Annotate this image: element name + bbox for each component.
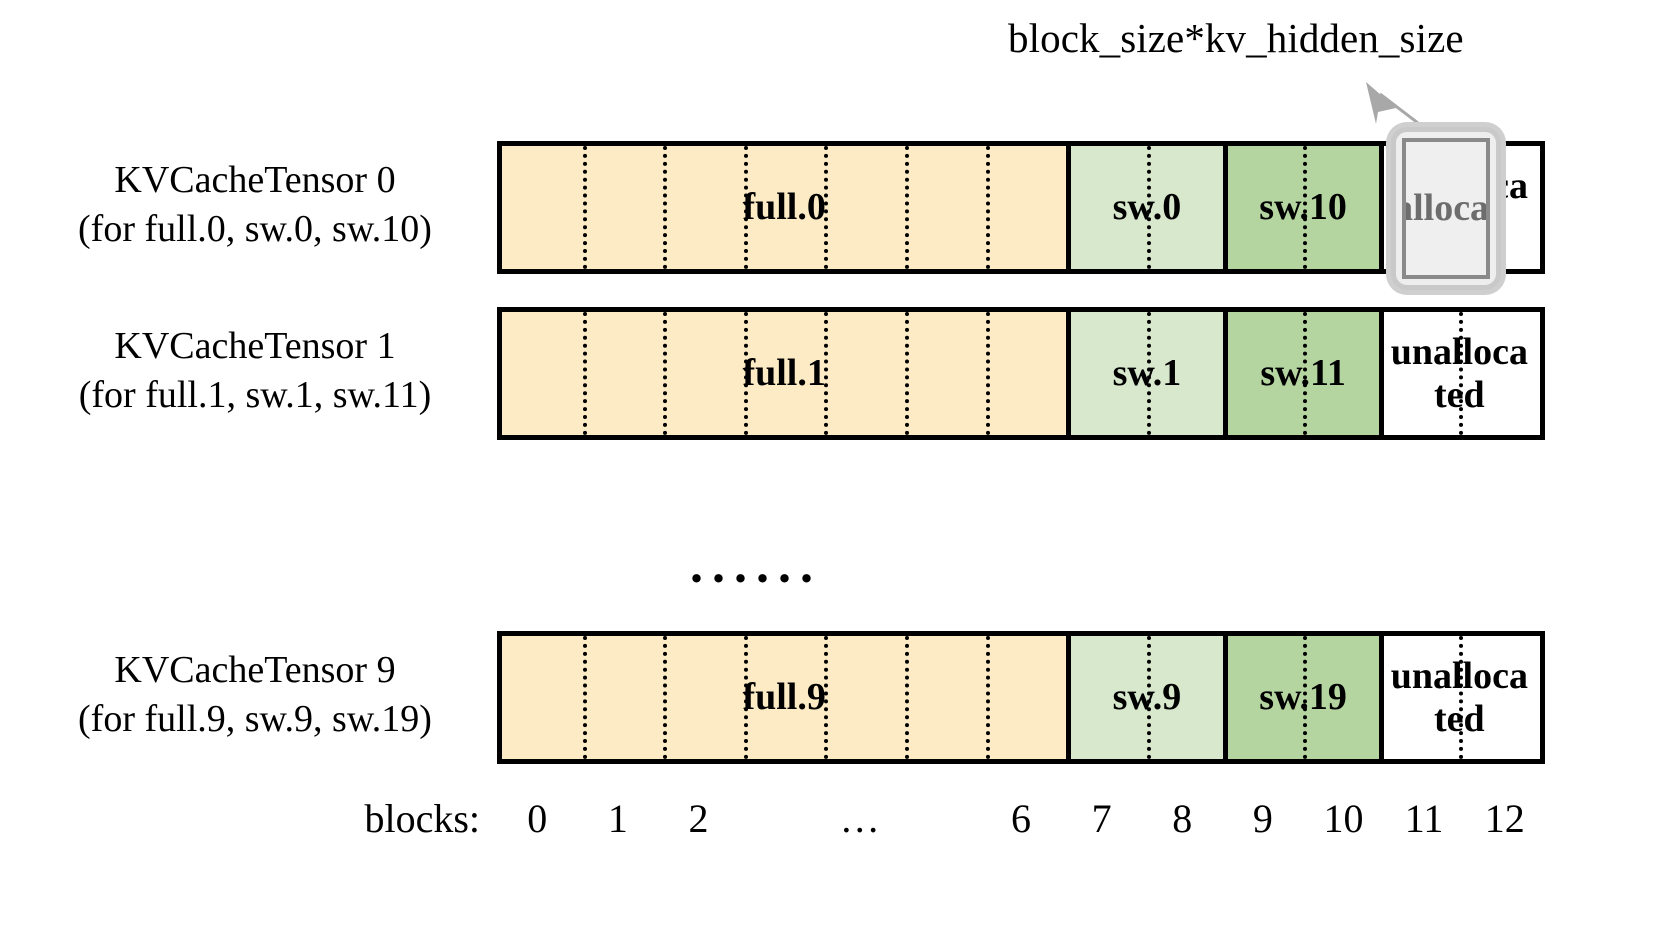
tensor-cell[interactable]: sw.10 xyxy=(1222,146,1379,269)
block-divider xyxy=(743,312,748,435)
blocks-axis-tick: 7 xyxy=(1091,796,1112,841)
tensor-cell-label: sw.10 xyxy=(1259,186,1347,229)
block-divider xyxy=(905,146,910,269)
tensor-cell-label: sw.19 xyxy=(1259,676,1347,719)
block-divider xyxy=(582,636,587,759)
kv-cache-tensor-bar[interactable]: full.1 sw.1 sw.11 unallocated xyxy=(497,307,1545,440)
tensor-cell[interactable]: sw.1 xyxy=(1066,312,1223,435)
tensor-cell[interactable]: unallocated xyxy=(1378,636,1535,759)
tensor-row-label: KVCacheTensor 9 (for full.9, sw.9, sw.19) xyxy=(20,646,490,743)
tensor-cell-label: sw.11 xyxy=(1260,352,1346,395)
highlighted-block-callout[interactable]: unallocated xyxy=(1390,127,1501,290)
block-divider xyxy=(663,312,668,435)
tensor-row-label: KVCacheTensor 1 (for full.1, sw.1, sw.11) xyxy=(20,322,490,419)
tensor-cell-label: unallocated xyxy=(1390,654,1528,740)
tensor-cell[interactable]: sw.0 xyxy=(1066,146,1223,269)
tensor-row-label-line1: KVCacheTensor 1 xyxy=(114,325,396,367)
tensor-row-label-line2: (for full.1, sw.1, sw.11) xyxy=(78,373,432,416)
tensor-cell[interactable]: full.0 xyxy=(502,146,1067,269)
blocks-axis-title: blocks: xyxy=(364,796,480,841)
tensor-cell-label: full.9 xyxy=(742,676,826,719)
block-divider xyxy=(582,146,587,269)
blocks-axis-tick: 2 xyxy=(688,796,709,841)
block-divider xyxy=(743,146,748,269)
tensor-cell-label: full.1 xyxy=(742,352,826,395)
tensor-row-label-line1: KVCacheTensor 9 xyxy=(114,649,396,691)
tensor-cell[interactable]: full.9 xyxy=(502,636,1067,759)
block-divider xyxy=(1303,146,1308,269)
blocks-axis-tick: … xyxy=(839,796,880,841)
tensor-row-label-line2: (for full.9, sw.9, sw.19) xyxy=(78,697,432,740)
blocks-axis-tick: 11 xyxy=(1404,796,1444,841)
tensor-cell-label: sw.0 xyxy=(1112,186,1182,229)
tensor-cell-label: sw.1 xyxy=(1112,352,1182,395)
block-divider xyxy=(985,636,990,759)
highlighted-block-callout-label: unallocated xyxy=(1401,138,1490,279)
blocks-axis-tick: 10 xyxy=(1323,796,1364,841)
tensor-cell[interactable]: full.1 xyxy=(502,312,1067,435)
block-divider xyxy=(985,312,990,435)
tensor-cell[interactable]: sw.9 xyxy=(1066,636,1223,759)
tensor-row-label: KVCacheTensor 0 (for full.0, sw.0, sw.10) xyxy=(20,156,490,253)
tensor-cell-label: unallocated xyxy=(1390,330,1528,416)
block-divider xyxy=(1146,312,1151,435)
tensor-cell-label: sw.9 xyxy=(1112,676,1182,719)
block-divider xyxy=(824,636,829,759)
tensor-row-label-line1: KVCacheTensor 0 xyxy=(114,159,396,201)
block-divider xyxy=(1303,636,1308,759)
tensor-row-label-line2: (for full.0, sw.0, sw.10) xyxy=(78,207,432,250)
blocks-axis-tick: 0 xyxy=(527,796,548,841)
blocks-axis-tick: 1 xyxy=(607,796,628,841)
blocks-axis-tick: 6 xyxy=(1011,796,1031,841)
block-size-annotation-label: block_size*kv_hidden_size xyxy=(1008,15,1464,61)
block-divider xyxy=(582,312,587,435)
blocks-axis-tick: 9 xyxy=(1252,796,1273,841)
block-divider xyxy=(743,636,748,759)
blocks-axis-tick: 8 xyxy=(1172,796,1193,841)
block-divider xyxy=(985,146,990,269)
block-divider xyxy=(1459,312,1464,435)
block-divider xyxy=(905,636,910,759)
block-divider xyxy=(1459,636,1464,759)
block-divider xyxy=(905,312,910,435)
block-divider xyxy=(1146,636,1151,759)
block-divider xyxy=(663,146,668,269)
blocks-axis-tick: 12 xyxy=(1484,796,1525,841)
block-divider xyxy=(1303,312,1308,435)
continuation-ellipsis: ...... xyxy=(690,537,822,594)
block-divider xyxy=(824,146,829,269)
tensor-cell[interactable]: unallocated xyxy=(1378,312,1535,435)
block-divider xyxy=(1146,146,1151,269)
tensor-cell[interactable]: sw.11 xyxy=(1222,312,1379,435)
block-divider xyxy=(824,312,829,435)
kv-cache-tensor-bar[interactable]: full.9 sw.9 sw.19 unallocated xyxy=(497,631,1545,764)
kv-cache-tensor-bar[interactable]: full.0sw.0sw.10unallocated xyxy=(497,141,1545,274)
block-divider xyxy=(663,636,668,759)
tensor-cell[interactable]: sw.19 xyxy=(1222,636,1379,759)
tensor-cell-label: full.0 xyxy=(742,186,826,229)
